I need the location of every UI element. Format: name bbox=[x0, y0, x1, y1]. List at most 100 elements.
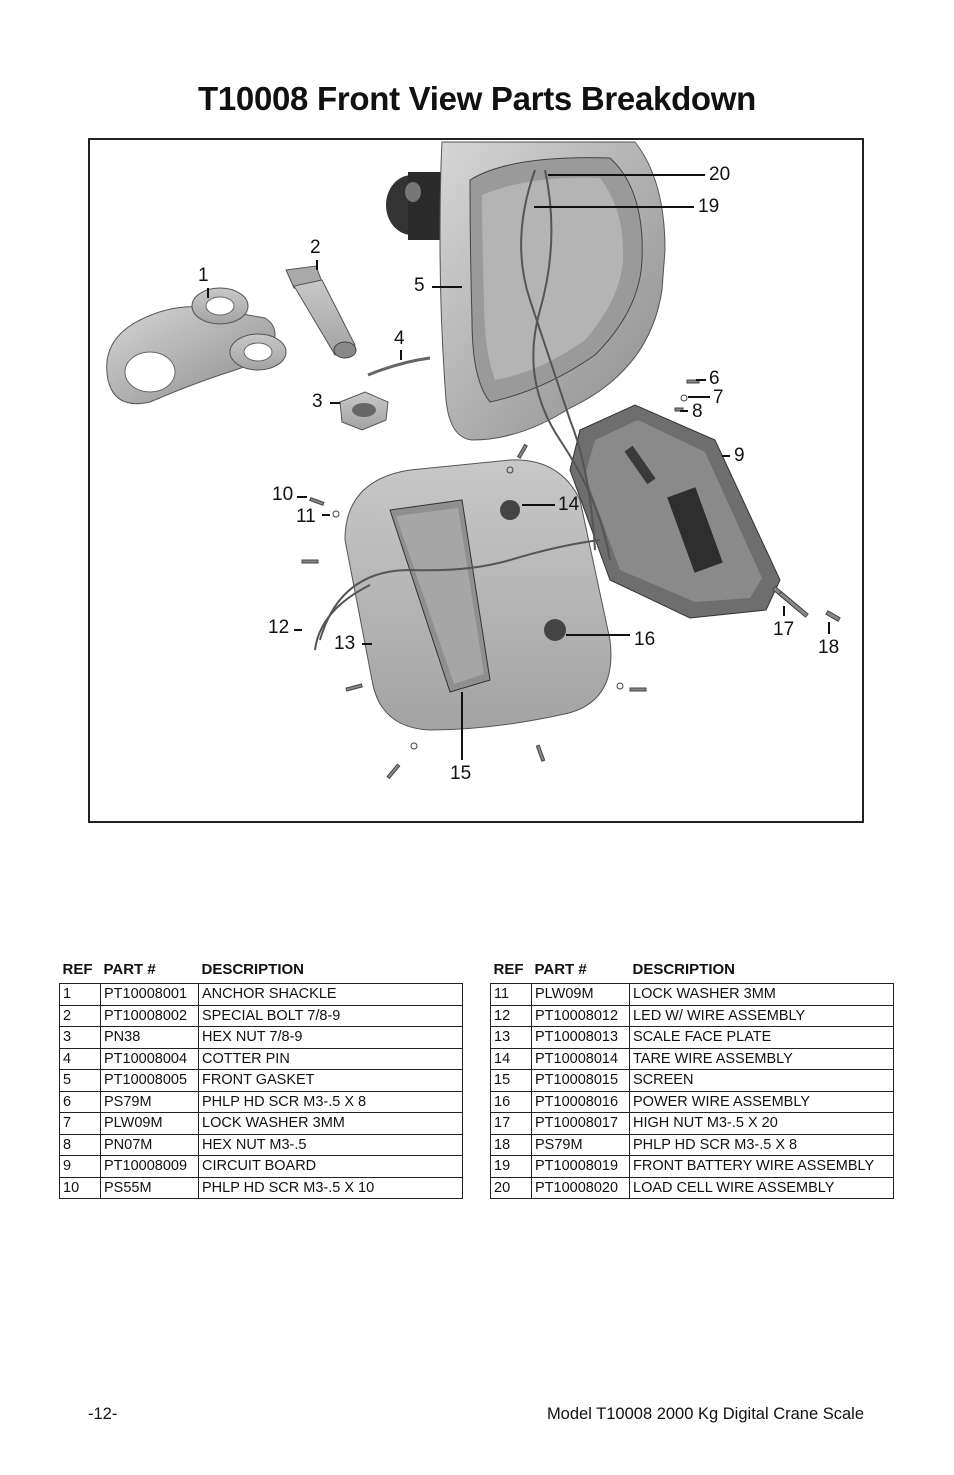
description-cell: PHLP HD SCR M3-.5 X 8 bbox=[198, 1090, 463, 1113]
callout-3: 3 bbox=[312, 391, 323, 412]
leader-4 bbox=[400, 350, 402, 360]
leader-3 bbox=[330, 402, 340, 404]
description-cell: LOAD CELL WIRE ASSEMBLY bbox=[629, 1176, 894, 1199]
description-cell: FRONT GASKET bbox=[198, 1069, 463, 1092]
header-part: PART # bbox=[534, 960, 587, 978]
ref-cell: 14 bbox=[490, 1047, 532, 1070]
ref-cell: 20 bbox=[490, 1176, 532, 1199]
callout-14: 14 bbox=[558, 494, 580, 515]
callout-17: 17 bbox=[773, 619, 795, 640]
description-cell: HEX NUT M3-.5 bbox=[198, 1133, 463, 1156]
callout-4: 4 bbox=[394, 328, 405, 349]
callout-13: 13 bbox=[334, 633, 356, 654]
ref-cell: 2 bbox=[59, 1004, 101, 1027]
callout-18: 18 bbox=[818, 637, 840, 658]
callout-11: 11 bbox=[296, 506, 316, 527]
ref-cell: 7 bbox=[59, 1112, 101, 1135]
part-cell: PS79M bbox=[531, 1133, 630, 1156]
leader-16 bbox=[566, 634, 630, 636]
description-cell: PHLP HD SCR M3-.5 X 8 bbox=[629, 1133, 894, 1156]
header-part: PART # bbox=[103, 960, 156, 978]
leader-1 bbox=[207, 288, 209, 298]
description-cell: HIGH NUT M3-.5 X 20 bbox=[629, 1112, 894, 1135]
part-cell: PT10008013 bbox=[531, 1026, 630, 1049]
anchor-shackle bbox=[106, 287, 287, 405]
ref-cell: 1 bbox=[59, 983, 101, 1006]
header-ref: REF bbox=[62, 960, 93, 978]
callout-16: 16 bbox=[634, 629, 656, 650]
description-cell: ANCHOR SHACKLE bbox=[198, 983, 463, 1006]
ref-cell: 5 bbox=[59, 1069, 101, 1092]
page-number: -12- bbox=[88, 1405, 118, 1423]
scale-face-plate bbox=[344, 459, 612, 731]
part-cell: PT10008001 bbox=[100, 983, 199, 1006]
description-cell: LED W/ WIRE ASSEMBLY bbox=[629, 1004, 894, 1027]
part-cell: PN07M bbox=[100, 1133, 199, 1156]
leader-8 bbox=[680, 410, 688, 412]
header-ref: REF bbox=[493, 960, 524, 978]
part-cell: PT10008017 bbox=[531, 1112, 630, 1135]
leader-6 bbox=[696, 379, 706, 381]
exploded-view-illustration bbox=[106, 141, 841, 780]
part-cell: PLW09M bbox=[531, 983, 630, 1006]
ref-cell: 15 bbox=[490, 1069, 532, 1092]
ref-cell: 3 bbox=[59, 1026, 101, 1049]
ref-cell: 4 bbox=[59, 1047, 101, 1070]
part-cell: PN38 bbox=[100, 1026, 199, 1049]
leader-10 bbox=[297, 496, 307, 498]
description-cell: FRONT BATTERY WIRE ASSEMBLY bbox=[629, 1155, 894, 1178]
ref-cell: 9 bbox=[59, 1155, 101, 1178]
leader-12 bbox=[294, 629, 302, 631]
ref-cell: 16 bbox=[490, 1090, 532, 1113]
callout-20: 20 bbox=[709, 164, 731, 185]
parts-diagram: 1 2 3 4 5 6 7 8 9 10 11 12 13 14 15 16 1… bbox=[88, 138, 864, 823]
part-cell: PT10008004 bbox=[100, 1047, 199, 1070]
callout-7: 7 bbox=[713, 387, 724, 408]
table-header-row: REF PART # DESCRIPTION bbox=[491, 960, 894, 984]
header-description: DESCRIPTION bbox=[632, 960, 736, 978]
description-cell: SPECIAL BOLT 7/8-9 bbox=[198, 1004, 463, 1027]
part-cell: PS55M bbox=[100, 1176, 199, 1199]
part-cell: PT10008020 bbox=[531, 1176, 630, 1199]
model-footer: Model T10008 2000 Kg Digital Crane Scale bbox=[546, 1405, 864, 1423]
callout-15: 15 bbox=[450, 763, 472, 784]
leader-19 bbox=[534, 206, 694, 208]
callout-8: 8 bbox=[692, 401, 703, 422]
hex-nut bbox=[339, 391, 389, 431]
part-cell: PT10008015 bbox=[531, 1069, 630, 1092]
leader-20 bbox=[548, 174, 705, 176]
callout-6: 6 bbox=[709, 368, 720, 389]
description-cell: LOCK WASHER 3MM bbox=[198, 1112, 463, 1135]
leader-7 bbox=[688, 396, 710, 398]
cotter-pin bbox=[367, 356, 431, 377]
ref-cell: 8 bbox=[59, 1133, 101, 1156]
header-description: DESCRIPTION bbox=[201, 960, 305, 978]
leader-15 bbox=[461, 692, 463, 760]
part-cell: PT10008012 bbox=[531, 1004, 630, 1027]
special-bolt bbox=[285, 265, 357, 359]
part-cell: PT10008005 bbox=[100, 1069, 199, 1092]
part-cell: PT10008019 bbox=[531, 1155, 630, 1178]
circuit-board bbox=[569, 404, 781, 619]
ref-cell: 6 bbox=[59, 1090, 101, 1113]
description-cell: HEX NUT 7/8-9 bbox=[198, 1026, 463, 1049]
ref-cell: 11 bbox=[490, 983, 532, 1006]
callout-10: 10 bbox=[272, 484, 294, 505]
front-housing bbox=[439, 141, 666, 441]
leader-14 bbox=[522, 504, 555, 506]
small-hardware bbox=[301, 379, 841, 780]
part-cell: PT10008016 bbox=[531, 1090, 630, 1113]
callout-9: 9 bbox=[734, 445, 745, 466]
